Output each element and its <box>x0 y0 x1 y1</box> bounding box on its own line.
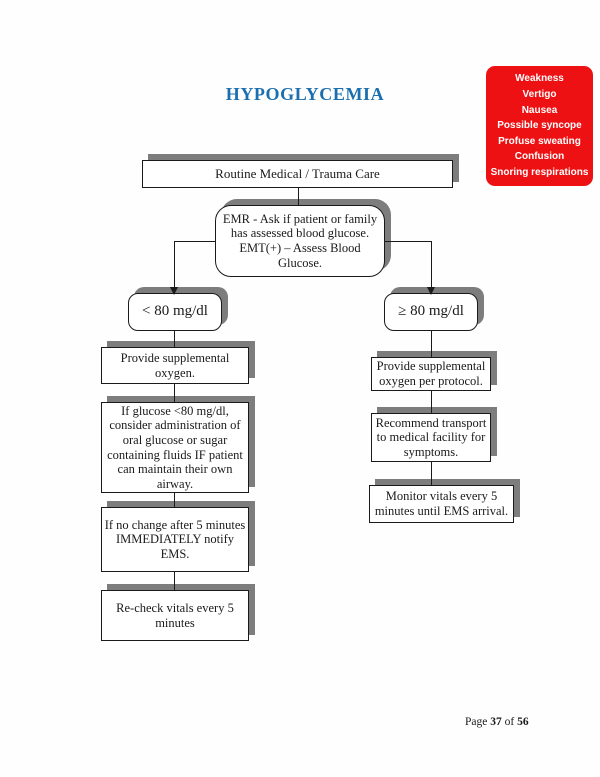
arrowhead-down-icon <box>170 287 178 295</box>
symptom-item: Profuse sweating <box>498 135 581 147</box>
connector-line <box>174 493 176 507</box>
flow-step-recheck-vitals: Re-check vitals every 5 minutes <box>101 590 249 641</box>
connector-line <box>174 241 215 243</box>
connector-line <box>298 188 300 205</box>
connector-line <box>174 331 176 347</box>
page-number-prefix: Page <box>465 716 488 728</box>
symptoms-callout: Weakness Vertigo Nausea Possible syncope… <box>486 66 593 186</box>
flow-step-routine-care: Routine Medical / Trauma Care <box>142 160 453 188</box>
connector-line <box>174 384 176 402</box>
branch-high-glucose: ≥ 80 mg/dl <box>384 293 478 331</box>
symptom-item: Confusion <box>514 151 565 163</box>
flow-step-oral-glucose: If glucose <80 mg/dl, consider administr… <box>101 402 249 493</box>
connector-line <box>174 572 176 590</box>
flow-step-notify-ems: If no change after 5 minutes IMMEDIATELY… <box>101 507 249 572</box>
flow-step-supplemental-oxygen: Provide supplemental oxygen. <box>101 347 249 384</box>
arrowhead-down-icon <box>427 287 435 295</box>
connector-line <box>385 241 432 243</box>
connector-line <box>431 462 433 485</box>
flow-step-monitor-vitals: Monitor vitals every 5 minutes until EMS… <box>369 485 514 523</box>
flow-step-recommend-transport: Recommend transport to medical facility … <box>371 413 491 462</box>
flow-step-assess-glucose: EMR - Ask if patient or family has asses… <box>215 205 385 277</box>
flow-step-oxygen-per-protocol: Provide supplemental oxygen per protocol… <box>371 357 491 391</box>
connector-line <box>431 391 433 413</box>
page-number: Page 37 of 56 <box>465 716 529 728</box>
branch-low-glucose: < 80 mg/dl <box>128 293 222 331</box>
connector-line <box>431 241 433 288</box>
symptom-item: Vertigo <box>522 89 557 101</box>
symptom-item: Possible syncope <box>497 120 582 132</box>
symptom-item: Nausea <box>521 104 558 116</box>
connector-line <box>431 331 433 357</box>
symptom-item: Snoring respirations <box>490 166 589 178</box>
connector-line <box>174 241 176 288</box>
page-title: HYPOGLYCEMIA <box>225 84 385 104</box>
page-number-of: of <box>504 716 515 728</box>
page-number-total: 56 <box>517 716 529 728</box>
symptom-item: Weakness <box>515 73 564 85</box>
page-number-current: 37 <box>490 716 502 728</box>
